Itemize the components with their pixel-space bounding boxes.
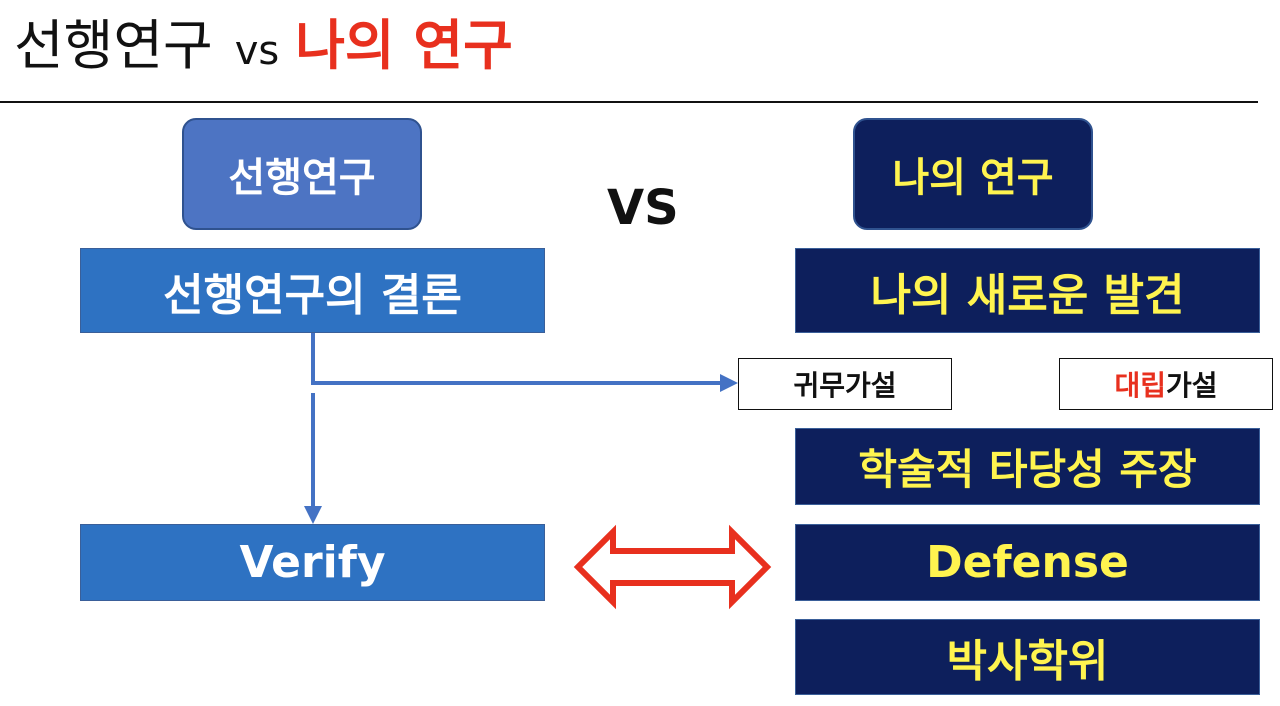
title-vs: vs <box>234 28 280 74</box>
double-arrow <box>573 524 772 610</box>
title-divider <box>0 101 1258 103</box>
alt-hypothesis-rest: 가설 <box>1166 369 1218 402</box>
arrowhead-down <box>304 506 322 524</box>
null-hypothesis-box: 귀무가설 <box>738 358 952 410</box>
verify-box: Verify <box>80 524 545 601</box>
title-prefix: 선행연구 <box>14 14 213 77</box>
my-research-header: 나의 연구 <box>853 118 1093 230</box>
academic-validity-box: 학술적 타당성 주장 <box>795 428 1260 505</box>
arrowhead-right <box>720 374 738 392</box>
phd-box: 박사학위 <box>795 619 1260 695</box>
prior-conclusion-box: 선행연구의 결론 <box>80 248 545 333</box>
new-discovery-box: 나의 새로운 발견 <box>795 248 1260 333</box>
vs-label: VS <box>607 180 679 236</box>
alt-hypothesis-highlight: 대립 <box>1114 369 1166 402</box>
prior-research-header: 선행연구 <box>182 118 422 230</box>
slide-title: 선행연구 vs 나의 연구 <box>14 8 513 89</box>
title-accent: 나의 연구 <box>295 14 513 77</box>
defense-box: Defense <box>795 524 1260 601</box>
